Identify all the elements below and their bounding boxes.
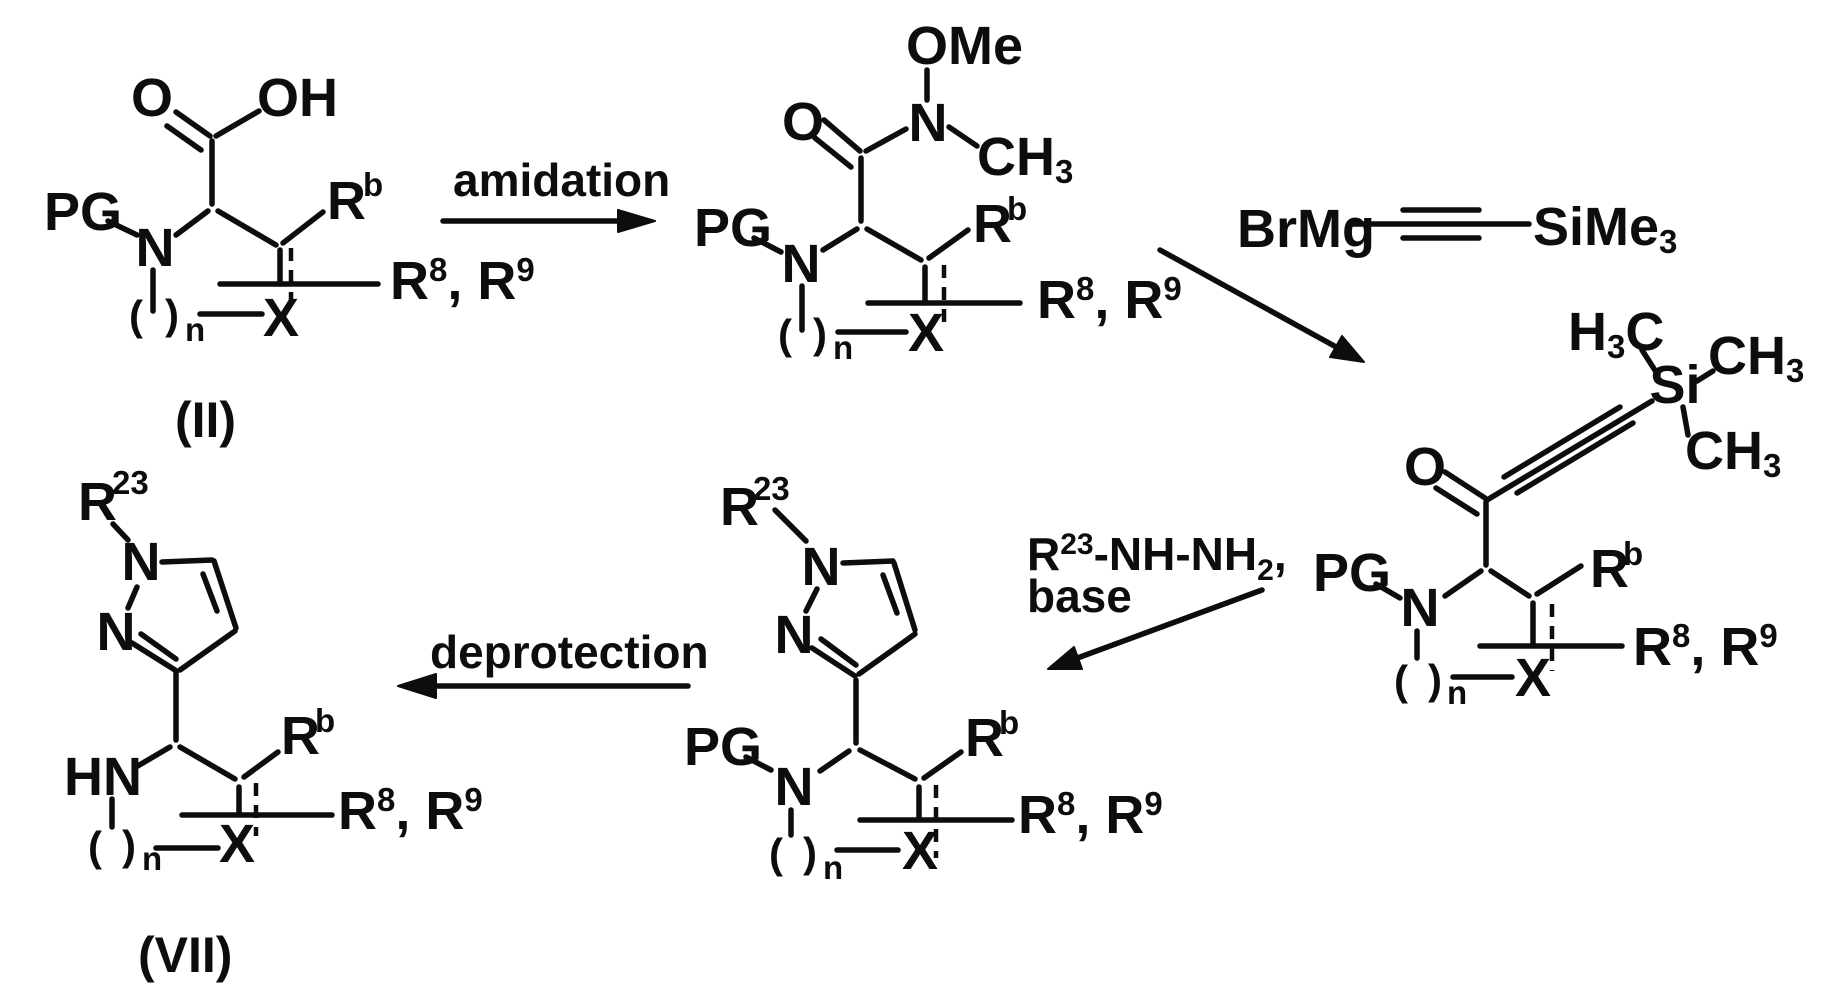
pyrazole-N2: N	[97, 602, 136, 662]
atom-O: O	[782, 92, 824, 152]
group-PG: PG	[684, 717, 762, 777]
ring-paren-open: (	[778, 311, 792, 358]
ring-paren-open: (	[1394, 657, 1408, 704]
ring-N: N	[1401, 578, 1440, 638]
substituents-R8-R9: R8, R9	[390, 251, 535, 311]
group-PG: PG	[44, 182, 122, 242]
grignard-step-arrow	[1157, 247, 1365, 363]
ring-size-n: n	[823, 849, 843, 886]
ring-size-n: n	[142, 840, 162, 877]
ring-size-n: n	[833, 329, 853, 366]
substituents-R8-R9: R8, R9	[1037, 270, 1182, 330]
ring-paren-close: )	[803, 829, 817, 876]
hydrazine-arrow-line	[1069, 587, 1265, 663]
group-BrMg: BrMg	[1237, 199, 1375, 259]
group-CH3-lower: CH3	[1685, 421, 1781, 484]
substituent-Rb-sup: b	[315, 702, 335, 739]
substituent-Rb: R	[965, 708, 1004, 768]
substituent-Rb: R	[973, 194, 1012, 254]
ring-X: X	[263, 288, 299, 348]
ring-paren-open: (	[88, 823, 102, 870]
ring-paren-open: (	[769, 830, 783, 877]
substituent-Rb: R	[327, 171, 366, 231]
ring-X: X	[902, 821, 938, 881]
ring-N: N	[775, 757, 814, 817]
ring-paren-close: )	[122, 822, 136, 869]
compound-label-II: (II)	[175, 392, 236, 448]
substituent-Rb: R	[1590, 539, 1629, 599]
ring-N: N	[136, 218, 175, 278]
ring-size-n: n	[1447, 674, 1467, 711]
substituent-R23-sup: 23	[112, 464, 149, 501]
substituent-Rb: R	[281, 706, 320, 766]
deprotection-arrow: deprotection	[397, 626, 709, 699]
weinreb-amide-bonds	[751, 67, 1023, 335]
group-SiMe3: SiMe3	[1533, 197, 1677, 260]
ring-size-n: n	[185, 311, 205, 348]
structure-VII-deprotected: R 23 N N HN R b R8, R9 ( ) n X (VII)	[64, 464, 483, 983]
structure-VII-bonds	[109, 521, 335, 851]
structure-II-bonds	[105, 108, 381, 317]
amidation-label: amidation	[453, 154, 670, 206]
group-CH3: CH3	[977, 127, 1073, 190]
grignard-reagent: BrMg SiMe3	[1237, 197, 1677, 260]
substituent-R23: R	[78, 472, 117, 532]
pyrazole-N2: N	[775, 605, 814, 665]
ring-paren-close: )	[1428, 656, 1442, 703]
amide-N: N	[909, 93, 948, 153]
deprotection-arrowhead	[397, 673, 437, 699]
ring-paren-close: )	[813, 310, 827, 357]
amidation-arrowhead	[617, 209, 656, 233]
substituent-Rb-sup: b	[1007, 190, 1027, 227]
atom-OH: OH	[257, 68, 338, 128]
substituent-Rb-sup: b	[363, 166, 383, 203]
grignard-arrowhead	[1329, 335, 1365, 363]
tms-alkynone-bonds	[1373, 347, 1716, 680]
grignard-arrow-line	[1157, 247, 1341, 351]
atom-Si: Si	[1649, 355, 1700, 415]
structure-pg-pyrazole: R 23 N N PG N R b R8, R9 ( ) n X	[684, 470, 1163, 886]
compound-label-VII: (VII)	[138, 927, 232, 983]
pyrazole-N1: N	[802, 537, 841, 597]
atom-O: O	[131, 68, 173, 128]
amidation-arrow: amidation	[440, 154, 670, 233]
substituent-R23: R	[720, 477, 759, 537]
pg-pyrazole-bonds	[743, 507, 1015, 853]
hydrazine-arrowhead	[1047, 646, 1083, 670]
group-PG: PG	[694, 198, 772, 258]
pyrazole-N1: N	[122, 532, 161, 592]
ring-HN: HN	[64, 747, 142, 807]
substituents-R8-R9: R8, R9	[1633, 617, 1778, 677]
ring-N: N	[782, 234, 821, 294]
ring-paren-open: (	[129, 292, 143, 339]
structure-weinreb-amide: OMe N CH3 O PG N R b R8, R9 ( ) n X	[694, 16, 1182, 366]
deprotection-label: deprotection	[430, 626, 709, 678]
substituents-R8-R9: R8, R9	[1018, 785, 1163, 845]
group-OMe: OMe	[906, 16, 1023, 76]
ring-X: X	[1515, 648, 1551, 708]
substituent-Rb-sup: b	[999, 704, 1019, 741]
base-label: base	[1027, 570, 1132, 622]
ring-paren-close: )	[165, 291, 179, 338]
alkyne-triple-bond	[1346, 207, 1532, 241]
substituents-R8-R9: R8, R9	[338, 781, 483, 841]
substituent-Rb-sup: b	[1623, 535, 1643, 572]
group-PG: PG	[1313, 543, 1391, 603]
ring-X: X	[908, 303, 944, 363]
group-CH3-upper: CH3	[1708, 326, 1804, 389]
atom-O: O	[1404, 437, 1446, 497]
substituent-R23-sup: 23	[753, 470, 790, 507]
structure-tms-alkynone: H3C CH3 Si CH3 O PG N R b R8, R9 ( ) n X	[1313, 302, 1804, 711]
hydrazine-step: R23-NH-NH2, base	[1027, 528, 1287, 670]
ring-X: X	[219, 814, 255, 874]
structure-II-carboxylic-acid: O OH PG N R b R8, R9 ( ) n X (II)	[44, 68, 535, 448]
group-H3C: H3C	[1568, 302, 1664, 365]
hydrazine-reagent-label: R23-NH-NH2,	[1027, 528, 1287, 587]
